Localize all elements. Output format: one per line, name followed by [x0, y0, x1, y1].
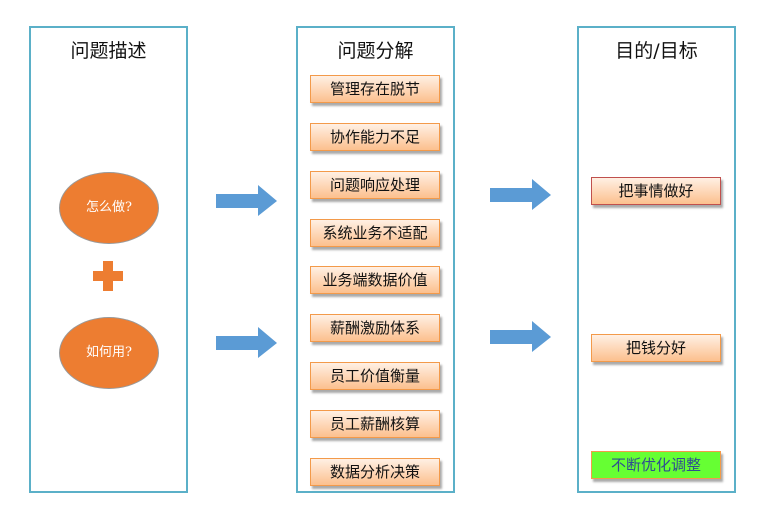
breakdown-item: 员工薪酬核算 — [310, 410, 440, 438]
goals-panel: 目的/目标 — [577, 26, 736, 493]
panel-title: 目的/目标 — [615, 40, 698, 62]
problem-description-panel: 问题描述 — [29, 26, 188, 493]
breakdown-item: 业务端数据价值 — [310, 266, 440, 294]
panel-title: 问题分解 — [337, 40, 414, 62]
goal-do-well: 把事情做好 — [591, 177, 721, 205]
arrow-icon — [216, 185, 277, 216]
arrow-icon — [490, 179, 551, 210]
breakdown-item: 问题响应处理 — [310, 171, 440, 199]
how-to-use-ellipse: 如何用? — [59, 317, 159, 389]
breakdown-item: 管理存在脱节 — [310, 75, 440, 103]
breakdown-item: 薪酬激励体系 — [310, 314, 440, 342]
panel-title: 问题描述 — [70, 40, 147, 62]
breakdown-item: 系统业务不适配 — [310, 219, 440, 247]
breakdown-item: 员工价值衡量 — [310, 362, 440, 390]
breakdown-item: 数据分析决策 — [310, 458, 440, 486]
goal-distribute-money: 把钱分好 — [591, 334, 721, 362]
arrow-icon — [490, 321, 551, 352]
plus-icon-vertical — [103, 261, 113, 291]
how-to-do-ellipse: 怎么做? — [59, 172, 159, 244]
breakdown-item: 协作能力不足 — [310, 123, 440, 151]
goal-continuous-optimization: 不断优化调整 — [591, 451, 721, 479]
arrow-icon — [216, 327, 277, 358]
